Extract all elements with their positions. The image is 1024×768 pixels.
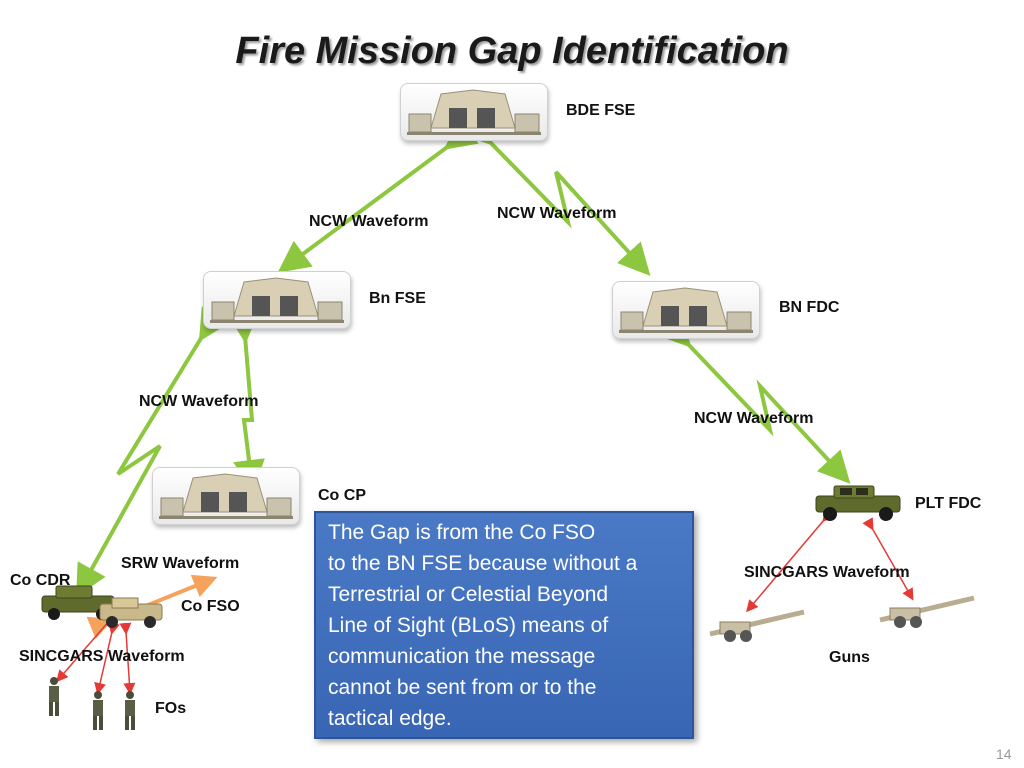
link-fo-2	[94, 621, 120, 695]
howitzer-icon	[879, 595, 975, 628]
tent-icon	[159, 473, 293, 519]
label-ncw-bde-fdc: NCW Waveform	[497, 205, 617, 222]
callout-line: tactical edge.	[328, 707, 452, 730]
node-bde-fse	[400, 83, 548, 141]
soldier-icon	[49, 677, 59, 716]
callout-line: Line of Sight (BLoS) means of	[328, 614, 609, 637]
plt-fdc-vehicle-icon	[815, 485, 901, 521]
gap-callout-box: The Gap is from the Co FSO to the BN FSE…	[314, 511, 694, 739]
label-co-cdr: Co CDR	[10, 572, 71, 589]
label-plt-fdc: PLT FDC	[915, 495, 982, 512]
link-bn-fse-co-cp	[227, 310, 265, 492]
link-bde-bn-fdc	[459, 111, 651, 276]
node-co-cp	[152, 467, 300, 525]
label-bn-fdc: BN FDC	[779, 299, 840, 316]
node-bn-fdc	[612, 281, 760, 339]
label-co-fso: Co FSO	[181, 598, 240, 615]
label-co-cp: Co CP	[318, 487, 366, 504]
callout-line: communication the message	[328, 645, 596, 668]
label-bde-fse: BDE FSE	[566, 102, 636, 119]
link-gun-1	[746, 509, 835, 613]
node-bn-fse	[203, 271, 351, 329]
callout-line: cannot be sent from or to the	[328, 676, 597, 699]
label-ncw-fdc-plt: NCW Waveform	[694, 410, 814, 427]
label-guns: Guns	[829, 649, 870, 666]
tent-icon	[407, 89, 541, 135]
link-bn-fdc-plt-fdc	[657, 313, 851, 484]
co-cdr-vehicle-icon	[41, 585, 115, 620]
co-fso-vehicle-icon	[99, 597, 163, 628]
howitzer-icon	[709, 609, 805, 642]
soldier-icon	[93, 691, 103, 730]
page-title: Fire Mission Gap Identification	[235, 30, 789, 72]
link-bde-bn-fse	[277, 117, 479, 273]
link-fo-3	[119, 622, 136, 695]
link-gun-2	[862, 517, 914, 601]
callout-line: The Gap is from the Co FSO	[328, 521, 596, 544]
label-srw: SRW Waveform	[121, 555, 240, 572]
label-fos: FOs	[155, 700, 187, 717]
label-bn-fse: Bn FSE	[369, 290, 426, 307]
tent-icon	[619, 287, 753, 333]
label-sincgars-left: SINCGARS Waveform	[19, 648, 185, 665]
tent-icon	[210, 277, 344, 323]
label-ncw-bn-co: NCW Waveform	[139, 393, 259, 410]
soldier-icon	[125, 691, 135, 730]
callout-line: Terrestrial or Celestial Beyond	[328, 583, 609, 606]
page-number: 14	[996, 746, 1012, 762]
label-ncw-bde-bn: NCW Waveform	[309, 213, 429, 230]
callout-line: to the BN FSE because without a	[328, 552, 638, 575]
link-bn-fse-co-cdr	[76, 306, 230, 597]
label-sincgars-right: SINCGARS Waveform	[744, 564, 910, 581]
